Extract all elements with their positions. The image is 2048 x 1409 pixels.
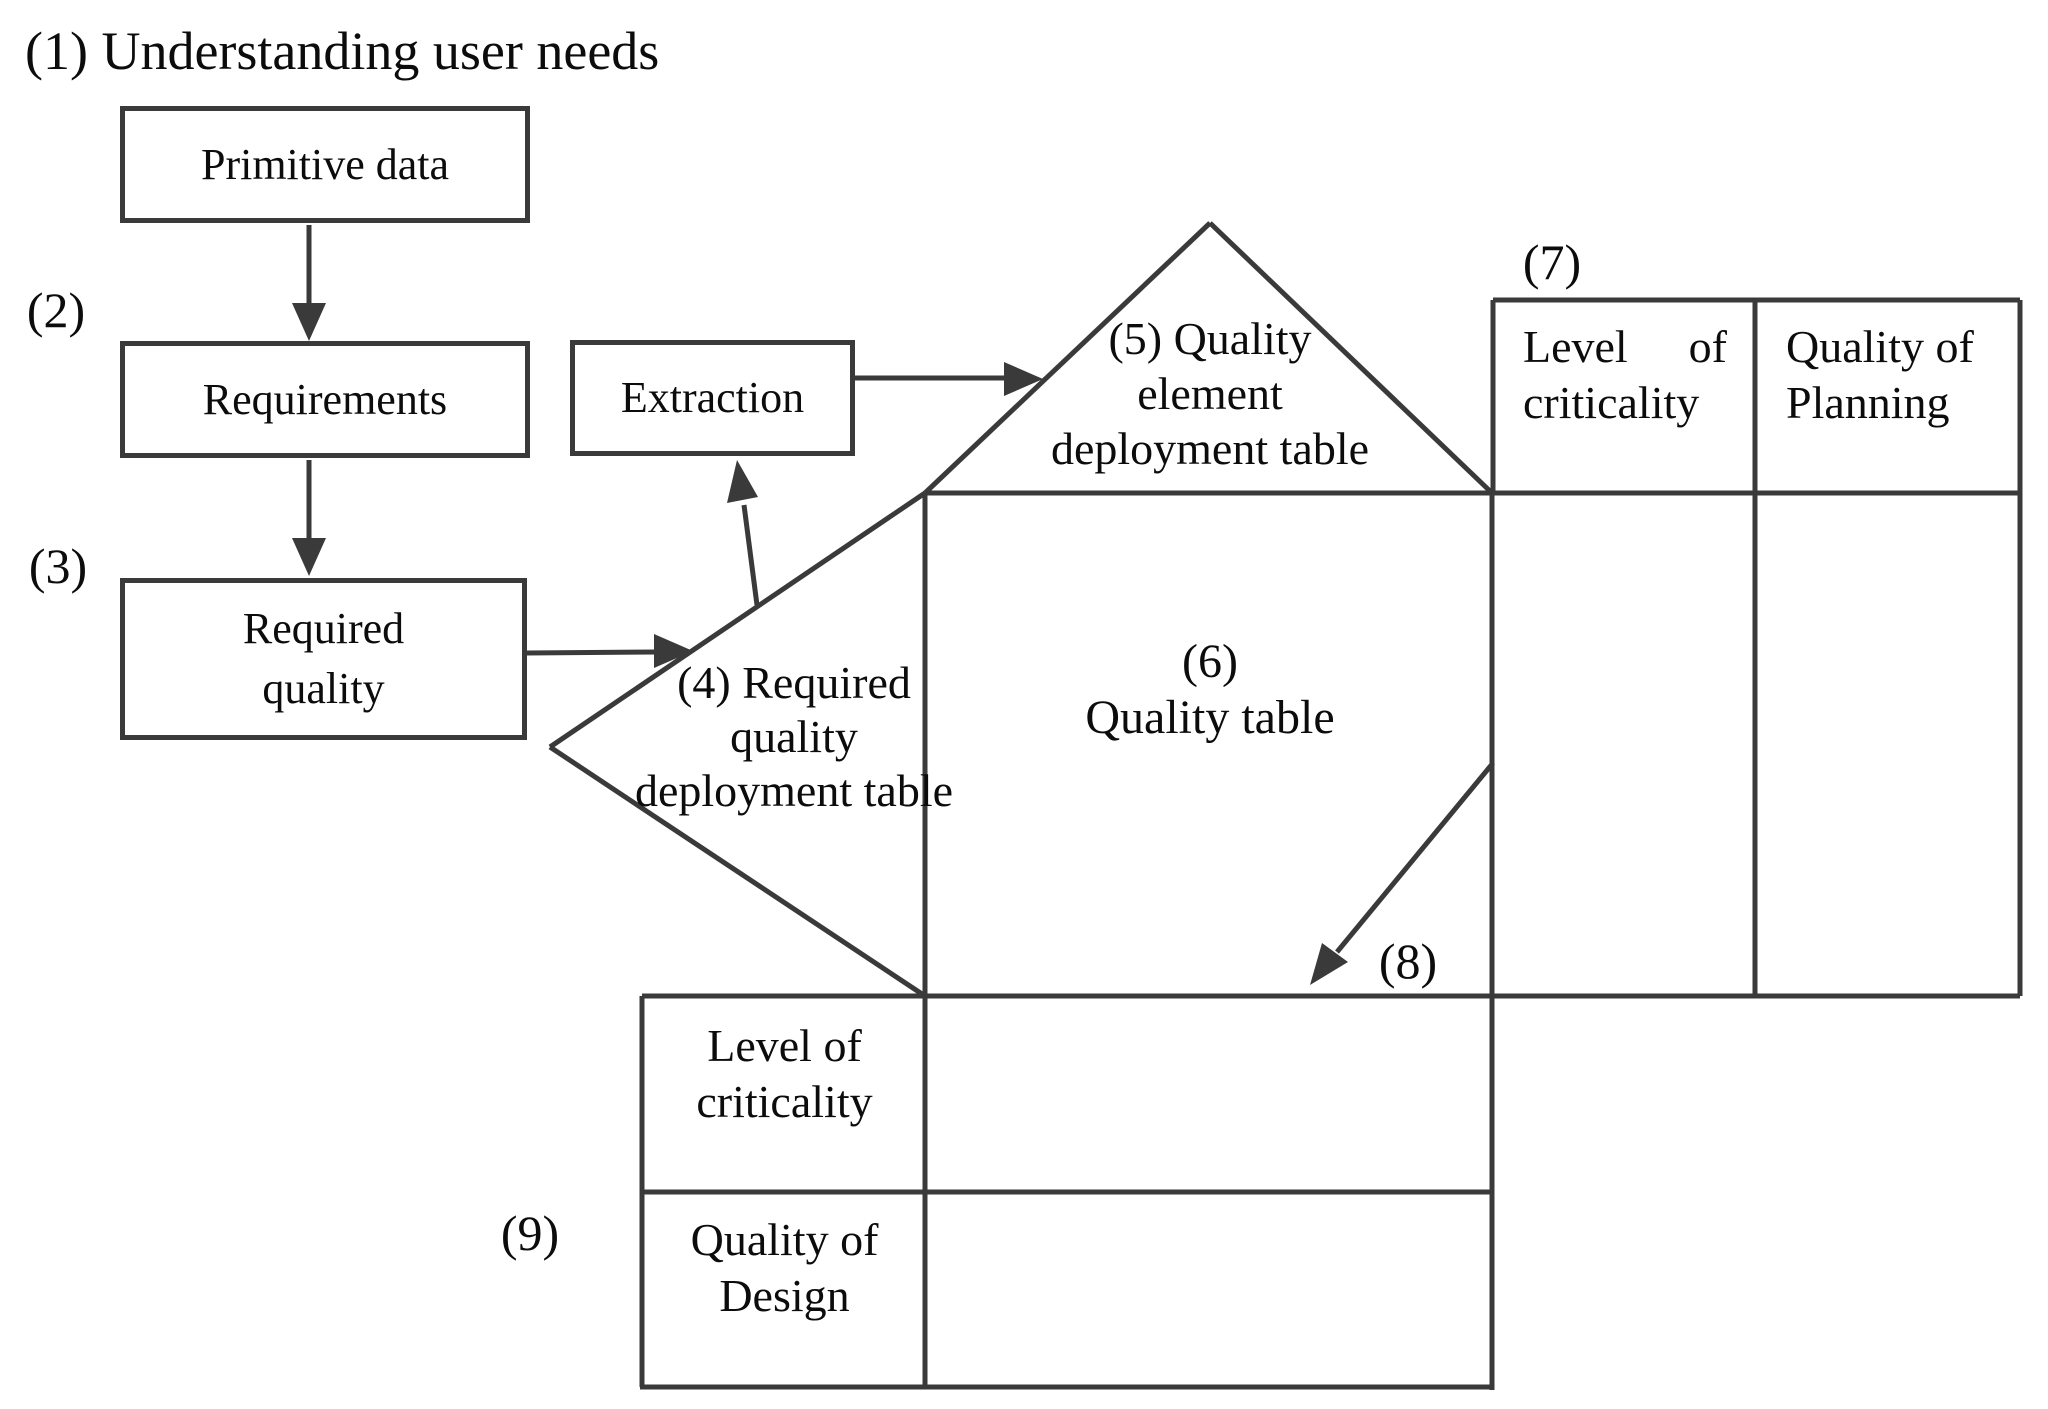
roof-left-slope — [923, 221, 1212, 495]
left-triangle-top-edge — [548, 490, 927, 750]
step1-title: (1) Understanding user needs — [25, 21, 660, 81]
required-quality-label-line1: Required — [242, 604, 405, 653]
step8-label: (8) — [1378, 933, 1438, 989]
quality-table-label: (6) Quality table — [990, 634, 1430, 746]
bottom-table-row1-header-line1: Level of — [707, 1020, 862, 1071]
step2-label: (2) — [26, 282, 86, 338]
arrow-requirements-to-required-quality — [292, 460, 326, 576]
roof-label: (5) Quality element deployment table — [990, 311, 1430, 476]
roof-label-line1: (5) Quality — [1108, 313, 1312, 364]
primitive-data-label: Primitive data — [200, 139, 450, 189]
right-table-col2-header: Quality of Planning — [1786, 319, 2001, 431]
right-table-col1-header: Level of criticality — [1523, 319, 1727, 431]
left-triangle-bottom-edge — [548, 744, 927, 999]
right-table-col1-header-line2: criticality — [1523, 377, 1700, 428]
arrow-primitive-to-requirements — [292, 225, 326, 341]
left-triangle-label-line1: (4) Required — [677, 657, 911, 708]
roof-label-line3: deployment table — [1050, 423, 1370, 474]
extraction-box: Extraction — [570, 340, 855, 456]
primitive-data-box: Primitive data — [120, 106, 530, 223]
quality-table-label-line1: (6) — [1182, 635, 1238, 688]
roof-right-slope — [1208, 221, 1494, 495]
extraction-label: Extraction — [620, 373, 805, 422]
bottom-table-row2-header-line2: Design — [719, 1270, 850, 1321]
step9-label: (9) — [500, 1205, 560, 1261]
bottom-table-row1-header: Level of criticality — [646, 1018, 923, 1130]
arrow-extraction-to-roof — [855, 362, 1043, 396]
arrow-quality-table-to-bottom-table — [1310, 761, 1495, 985]
bottom-table-row2-header: Quality of Design — [646, 1212, 923, 1324]
requirements-label: Requirements — [202, 374, 448, 424]
right-table-col1-header-word1: Level — [1523, 321, 1628, 372]
bottom-table-row2-header-line1: Quality of — [690, 1214, 879, 1265]
roof-label-line2: element — [1137, 368, 1283, 419]
quality-table-label-line2: Quality table — [1085, 691, 1335, 744]
step7-label: (7) — [1522, 234, 1582, 290]
left-triangle-label-line2: quality — [730, 711, 858, 762]
requirements-box: Requirements — [120, 341, 530, 458]
right-table-col2-header-line1: Quality of — [1786, 321, 1974, 372]
required-quality-label-line2: quality — [262, 664, 385, 713]
left-triangle-label: (4) Required quality deployment table — [584, 656, 1004, 818]
right-table-col2-header-line2: Planning — [1786, 377, 1950, 428]
arrow-required-quality-to-triangle — [526, 634, 693, 668]
left-triangle-label-line3: deployment table — [634, 765, 954, 816]
right-table-col1-header-word2: of — [1688, 321, 1727, 372]
required-quality-box: Required quality — [120, 578, 527, 740]
right-table-col1-header-line1: Level of — [1523, 319, 1727, 375]
step3-label: (3) — [28, 538, 88, 594]
arrow-triangle-to-extraction — [727, 460, 760, 606]
bottom-table-row1-header-line2: criticality — [696, 1076, 873, 1127]
